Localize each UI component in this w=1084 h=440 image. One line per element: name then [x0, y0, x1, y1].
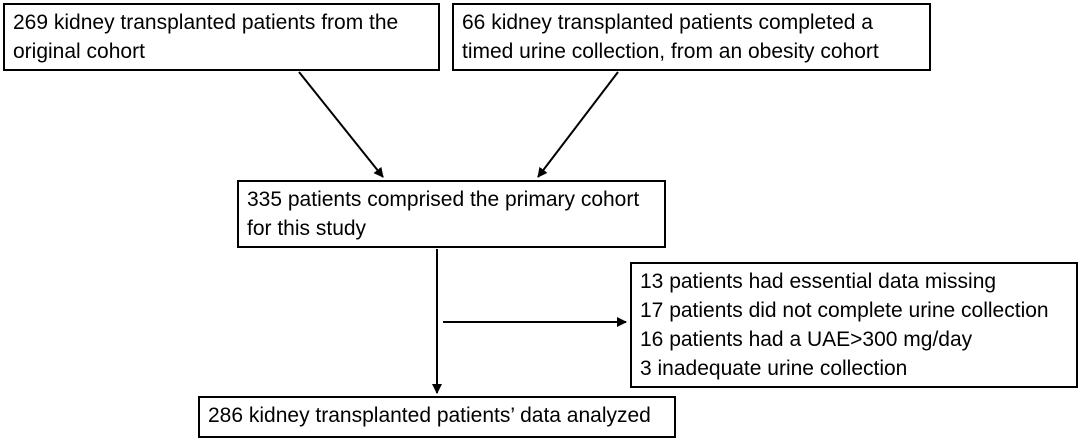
- analyzed-line-1: 286 kidney transplanted patients’ data a…: [208, 404, 651, 427]
- obesity-cohort-line-1: 66 kidney transplanted patients complete…: [462, 11, 873, 34]
- excluded-line-4: 3 inadequate urine collection: [640, 357, 908, 380]
- primary-cohort-line-1: 335 patients comprised the primary cohor…: [247, 188, 640, 211]
- excluded-patients-box: 13 patients had essential data missing 1…: [630, 262, 1078, 388]
- primary-cohort-line-2: for this study: [247, 217, 367, 240]
- obesity-cohort-line-2: timed urine collection, from an obesity …: [462, 40, 879, 63]
- arrow-obesity-to-primary: [537, 71, 619, 178]
- original-cohort-line-1: 269 kidney transplanted patients from th…: [13, 11, 399, 34]
- original-cohort-box: 269 kidney transplanted patients from th…: [3, 3, 440, 71]
- primary-cohort-box: 335 patients comprised the primary cohor…: [237, 180, 666, 248]
- excluded-line-3: 16 patients had a UAE>300 mg/day: [640, 328, 973, 351]
- arrow-original-to-primary: [298, 71, 384, 178]
- obesity-cohort-box: 66 kidney transplanted patients complete…: [452, 3, 931, 71]
- original-cohort-line-2: original cohort: [13, 40, 145, 63]
- excluded-line-1: 13 patients had essential data missing: [640, 270, 997, 293]
- excluded-line-2: 17 patients did not complete urine colle…: [640, 299, 1049, 322]
- analyzed-patients-box: 286 kidney transplanted patients’ data a…: [198, 396, 676, 438]
